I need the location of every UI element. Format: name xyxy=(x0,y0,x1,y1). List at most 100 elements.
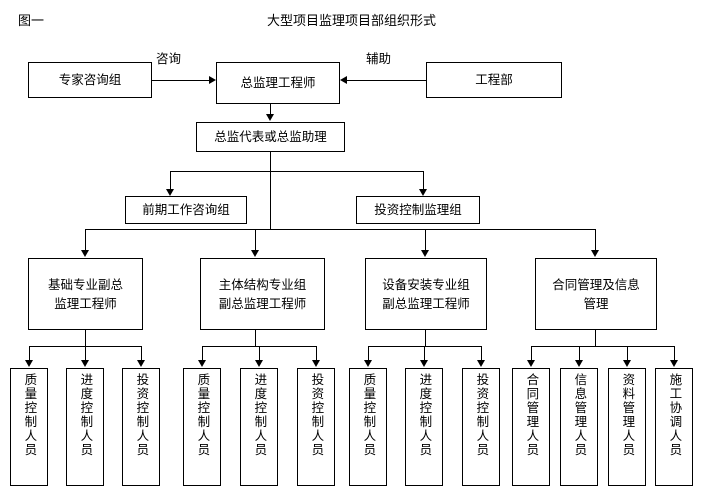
node-staff-3-3-label: 投资控制人员 xyxy=(474,373,490,457)
node-expert-group-label: 专家咨询组 xyxy=(58,72,122,88)
deputy-stem-center xyxy=(270,152,271,229)
edge-expert-to-chief-arrow xyxy=(209,76,216,84)
node-staff-2-3-label: 投资控制人员 xyxy=(309,373,325,457)
department-drop-4-arrow xyxy=(591,250,599,257)
node-staff-2-1[interactable]: 质量控制人员 xyxy=(183,368,221,486)
node-staff-4-4-label: 施工协调人员 xyxy=(667,373,683,457)
node-staff-4-1-label: 合同管理人员 xyxy=(524,373,540,457)
deputy-branch-right-arrow xyxy=(419,189,427,196)
figure-label: 图一 xyxy=(18,14,45,29)
staff-drop-3-2 xyxy=(424,346,425,362)
edge-label-assist: 辅助 xyxy=(366,51,392,66)
deputy-branch-left-drop xyxy=(170,171,171,191)
node-department-3-line2: 副总监理工程师 xyxy=(382,296,470,311)
staff-drop-4-2-arrow xyxy=(575,360,583,367)
edge-chief-to-deputy-arrow xyxy=(266,114,274,121)
node-department-3[interactable]: 设备安装专业组 副总监理工程师 xyxy=(365,258,487,330)
node-engineering-dept-label: 工程部 xyxy=(475,72,513,88)
node-preliminary-group[interactable]: 前期工作咨询组 xyxy=(125,196,247,224)
node-staff-4-2[interactable]: 信息管理人员 xyxy=(560,368,598,486)
department-bus xyxy=(85,229,595,230)
node-staff-2-1-label: 质量控制人员 xyxy=(195,373,211,457)
staff-stem-2 xyxy=(255,330,256,346)
node-staff-4-4[interactable]: 施工协调人员 xyxy=(655,368,693,486)
node-expert-group[interactable]: 专家咨询组 xyxy=(28,62,152,98)
node-department-3-line1: 设备安装专业组 xyxy=(382,276,470,292)
staff-drop-2-2-arrow xyxy=(255,360,263,367)
node-staff-1-3-label: 投资控制人员 xyxy=(134,373,150,457)
department-drop-1 xyxy=(85,229,86,252)
node-staff-3-1[interactable]: 质量控制人员 xyxy=(349,368,387,486)
node-staff-3-2[interactable]: 进度控制人员 xyxy=(405,368,443,486)
staff-drop-4-2 xyxy=(579,346,580,362)
deputy-branch-bus xyxy=(170,171,423,172)
node-staff-2-3[interactable]: 投资控制人员 xyxy=(297,368,335,486)
node-department-1[interactable]: 基础专业副总 监理工程师 xyxy=(28,258,143,330)
staff-drop-1-3 xyxy=(141,346,142,362)
page-title: 大型项目监理项目部组织形式 xyxy=(266,14,436,29)
node-department-2-line2: 副总监理工程师 xyxy=(218,296,307,311)
node-investment-group[interactable]: 投资控制监理组 xyxy=(356,196,480,224)
staff-drop-2-3-arrow xyxy=(312,360,320,367)
staff-drop-3-2-arrow xyxy=(420,360,428,367)
node-staff-2-2-label: 进度控制人员 xyxy=(252,373,268,457)
edge-label-consult: 咨询 xyxy=(156,51,182,66)
node-department-4-line1: 合同管理及信息 xyxy=(552,276,640,292)
node-chief-engineer[interactable]: 总监理工程师 xyxy=(216,62,340,104)
node-department-4-line2: 管理 xyxy=(583,296,609,311)
staff-stem-3 xyxy=(425,330,426,346)
node-staff-4-3[interactable]: 资料管理人员 xyxy=(608,368,646,486)
staff-drop-1-2-arrow xyxy=(81,360,89,367)
node-staff-1-1-label: 质量控制人员 xyxy=(22,373,38,457)
deputy-branch-left-arrow xyxy=(166,189,174,196)
node-preliminary-group-label: 前期工作咨询组 xyxy=(142,202,230,218)
node-staff-1-2[interactable]: 进度控制人员 xyxy=(66,368,104,486)
edge-expert-to-chief xyxy=(152,80,209,81)
staff-drop-1-3-arrow xyxy=(137,360,145,367)
staff-drop-4-4 xyxy=(674,346,675,362)
node-investment-group-label: 投资控制监理组 xyxy=(374,202,462,218)
department-drop-3-arrow xyxy=(421,250,429,257)
node-staff-4-2-label: 信息管理人员 xyxy=(572,373,588,457)
staff-drop-3-3-arrow xyxy=(477,360,485,367)
edge-dept-to-chief-arrow xyxy=(340,76,347,84)
staff-drop-3-1-arrow xyxy=(364,360,372,367)
staff-drop-4-3 xyxy=(627,346,628,362)
staff-drop-1-2 xyxy=(85,346,86,362)
node-engineering-dept[interactable]: 工程部 xyxy=(426,62,562,98)
staff-stem-1 xyxy=(85,330,86,346)
staff-drop-4-4-arrow xyxy=(670,360,678,367)
node-deputy-chief-label: 总监代表或总监助理 xyxy=(214,129,327,145)
staff-drop-3-3 xyxy=(481,346,482,362)
staff-stem-4 xyxy=(595,330,596,346)
node-staff-1-3[interactable]: 投资控制人员 xyxy=(122,368,160,486)
node-staff-2-2[interactable]: 进度控制人员 xyxy=(240,368,278,486)
node-staff-4-3-label: 资料管理人员 xyxy=(620,373,636,457)
staff-bus-4 xyxy=(531,346,674,347)
edge-dept-to-chief xyxy=(347,80,426,81)
staff-drop-1-1-arrow xyxy=(25,360,33,367)
staff-drop-3-1 xyxy=(368,346,369,362)
node-staff-4-1[interactable]: 合同管理人员 xyxy=(512,368,550,486)
department-drop-4 xyxy=(595,229,596,252)
node-staff-3-1-label: 质量控制人员 xyxy=(361,373,377,457)
node-chief-engineer-label: 总监理工程师 xyxy=(240,75,316,91)
staff-drop-2-1-arrow xyxy=(198,360,206,367)
department-drop-1-arrow xyxy=(81,250,89,257)
department-drop-2 xyxy=(255,229,256,252)
department-drop-2-arrow xyxy=(251,250,259,257)
node-department-2-line1: 主体结构专业组 xyxy=(218,276,307,292)
node-deputy-chief[interactable]: 总监代表或总监助理 xyxy=(196,122,345,152)
node-department-4[interactable]: 合同管理及信息 管理 xyxy=(535,258,657,330)
node-staff-1-1[interactable]: 质量控制人员 xyxy=(10,368,48,486)
node-department-2[interactable]: 主体结构专业组 副总监理工程师 xyxy=(200,258,325,330)
staff-drop-4-1 xyxy=(531,346,532,362)
node-staff-1-2-label: 进度控制人员 xyxy=(78,373,94,457)
staff-drop-2-1 xyxy=(202,346,203,362)
staff-drop-4-3-arrow xyxy=(623,360,631,367)
staff-drop-4-1-arrow xyxy=(527,360,535,367)
deputy-branch-right-drop xyxy=(423,171,424,191)
node-staff-3-3[interactable]: 投资控制人员 xyxy=(462,368,500,486)
edge-chief-to-deputy xyxy=(270,104,271,115)
